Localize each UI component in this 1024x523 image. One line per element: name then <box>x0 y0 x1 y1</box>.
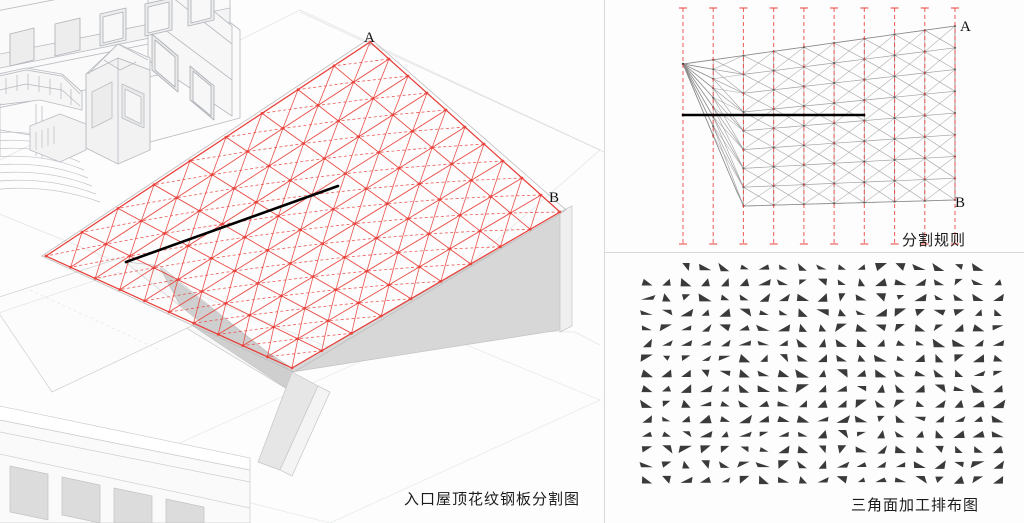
fabrication-nesting-panel: 三角面加工排布图 <box>605 253 1024 523</box>
vertex-label-b: B <box>549 190 560 206</box>
rule-label-a: A <box>960 19 971 35</box>
panel-divider-horizontal <box>604 252 1024 253</box>
nesting-panel-caption: 三角面加工排布图 <box>851 496 980 514</box>
nesting-drawing <box>639 262 1006 485</box>
panel-divider-vertical <box>604 0 605 523</box>
historic-building <box>0 0 241 203</box>
main-perspective-panel: A B 入口屋顶花纹钢板分割图 <box>0 0 604 523</box>
triangle-nesting-grid <box>639 262 1006 485</box>
entrance-canopy-solid <box>0 205 573 523</box>
rule-label-b: B <box>955 195 966 211</box>
division-rule-panel: A B 分割规则 <box>605 0 1024 252</box>
division-rule-drawing <box>679 7 959 245</box>
main-panel-caption: 入口屋顶花纹钢板分割图 <box>404 490 581 508</box>
roof-outline <box>44 41 562 369</box>
highlight-seam-line <box>124 184 340 264</box>
rule-vertical-guides <box>679 7 959 245</box>
vertex-label-a: A <box>364 30 375 46</box>
rule-panel-caption: 分割规则 <box>902 231 967 249</box>
perspective-drawing <box>0 0 604 523</box>
roof-fascia <box>41 37 567 373</box>
